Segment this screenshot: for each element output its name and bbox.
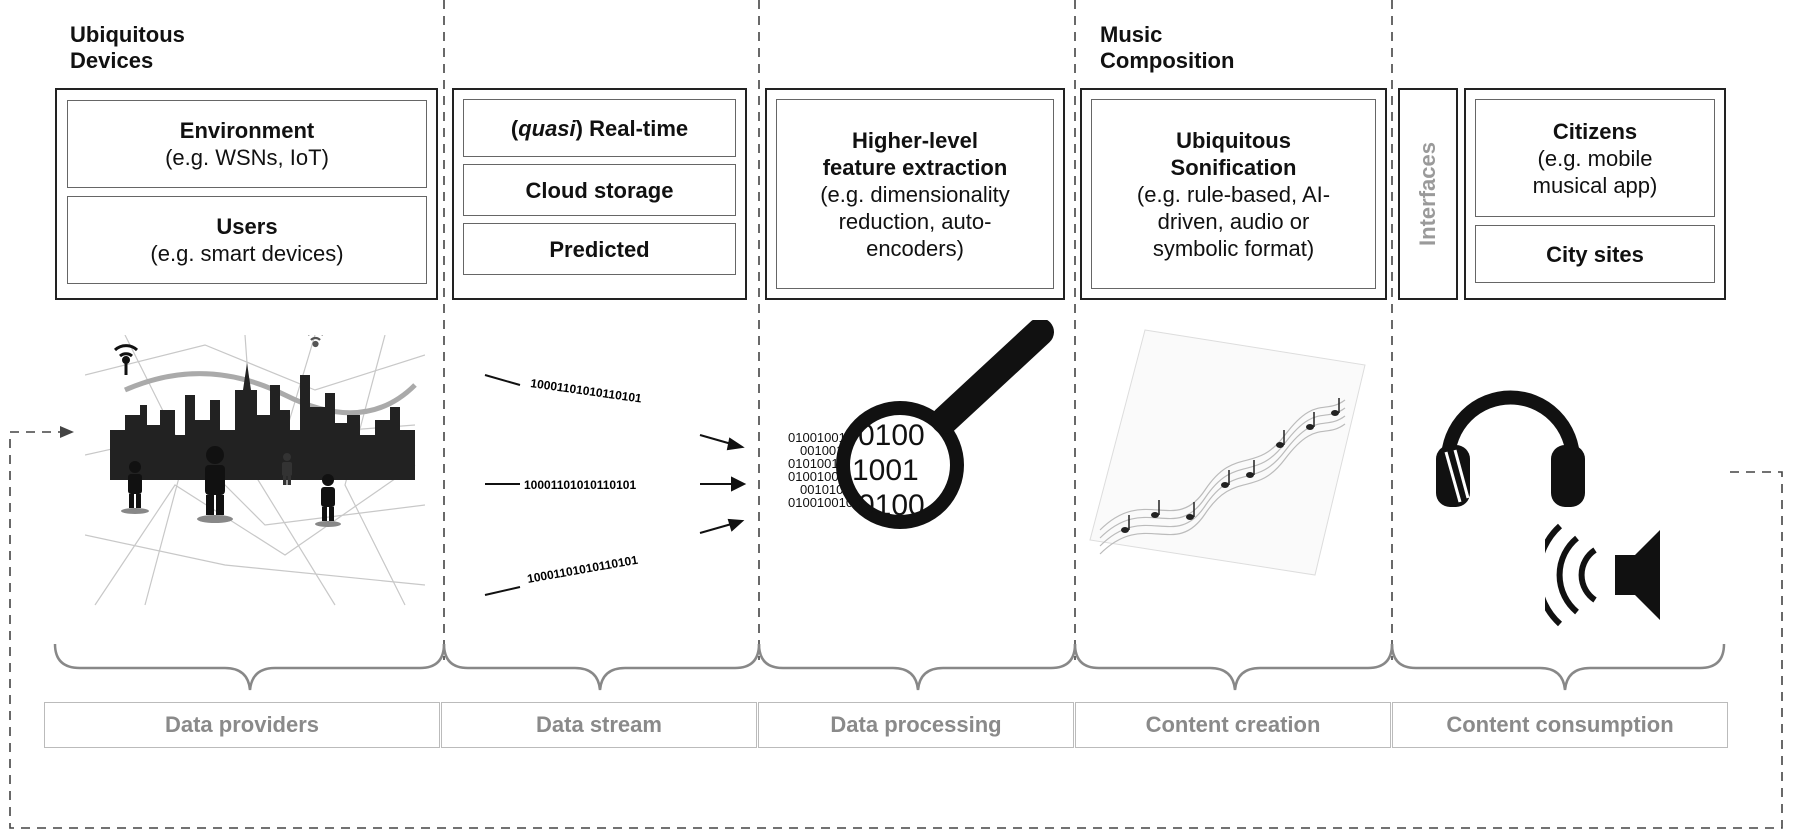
users-box: Users (e.g. smart devices) <box>67 196 427 284</box>
brace-creation <box>1073 643 1394 691</box>
stage-data-providers: Data providers <box>44 702 440 748</box>
skyline <box>110 363 415 480</box>
interfaces-box: Interfaces <box>1398 88 1458 300</box>
stream-bits-top: 10001101010110101 <box>530 376 643 406</box>
headphones-icon <box>1436 390 1585 507</box>
person-icon <box>197 446 233 523</box>
stage-content-consumption: Content consumption <box>1392 702 1728 748</box>
city-illustration <box>85 335 425 606</box>
magnifier-handle <box>931 320 1054 434</box>
person-icon <box>282 453 292 485</box>
svg-text:0100: 0100 <box>858 419 925 452</box>
stage-data-processing: Data processing <box>758 702 1074 748</box>
brace-consumption <box>1390 643 1726 691</box>
stream-bits-bottom: 10001101010110101 <box>526 553 639 586</box>
providers-box: Environment (e.g. WSNs, IoT) Users (e.g.… <box>55 88 438 300</box>
wifi-icon <box>113 344 139 375</box>
realtime-box: (quasi) Real-time <box>463 99 736 157</box>
quasi-word: quasi <box>518 115 576 141</box>
data-stream-illustration: 10001101010110101 10001101010110101 1000… <box>484 374 747 596</box>
heading-music-composition: Music Composition <box>1100 22 1235 73</box>
person-icon <box>121 461 149 514</box>
creation-box: Ubiquitous Sonification (e.g. rule-based… <box>1080 88 1387 300</box>
heading-ubiquitous-devices: Ubiquitous Devices <box>70 22 185 73</box>
interfaces-label: Interfaces <box>1415 142 1441 246</box>
environment-sub: (e.g. WSNs, IoT) <box>165 145 329 170</box>
magnifier-lens <box>836 401 964 529</box>
cloud-storage-label: Cloud storage <box>525 177 674 203</box>
person-icon <box>315 474 341 527</box>
environment-title: Environment <box>179 118 315 143</box>
city-sites-box: City sites <box>1475 225 1715 283</box>
predicted-label: Predicted <box>549 236 650 262</box>
users-title: Users <box>216 214 278 239</box>
wifi-icon <box>308 335 323 348</box>
svg-text:0100: 0100 <box>858 489 925 522</box>
brace-stream <box>442 643 761 691</box>
users-sub: (e.g. smart devices) <box>150 241 344 266</box>
stream-bits-middle: 10001101010110101 <box>524 478 636 492</box>
realtime-label: Real-time <box>582 115 689 141</box>
citizens-box: Citizens (e.g. mobile musical app) <box>1475 99 1715 217</box>
stream-box: (quasi) Real-time Cloud storage Predicte… <box>452 88 747 300</box>
svg-text:1001: 1001 <box>852 454 919 487</box>
speaker-icon <box>1545 523 1660 627</box>
feedback-loop <box>9 431 1783 829</box>
music-note-icon <box>1121 398 1340 533</box>
processing-box: Higher-level feature extraction (e.g. di… <box>765 88 1065 300</box>
stage-content-creation: Content creation <box>1075 702 1391 748</box>
predicted-box: Predicted <box>463 223 736 275</box>
feedback-arrowhead <box>60 426 74 438</box>
consumption-box: Citizens (e.g. mobile musical app) City … <box>1464 88 1726 300</box>
environment-box: Environment (e.g. WSNs, IoT) <box>67 100 427 188</box>
cloud-storage-box: Cloud storage <box>463 164 736 216</box>
stage-data-stream: Data stream <box>441 702 757 748</box>
music-score-illustration <box>1089 329 1366 576</box>
sonification-box: Ubiquitous Sonification (e.g. rule-based… <box>1091 99 1376 289</box>
brace-processing <box>757 643 1077 691</box>
brace-providers <box>53 643 446 691</box>
feature-extraction-box: Higher-level feature extraction (e.g. di… <box>776 99 1054 289</box>
